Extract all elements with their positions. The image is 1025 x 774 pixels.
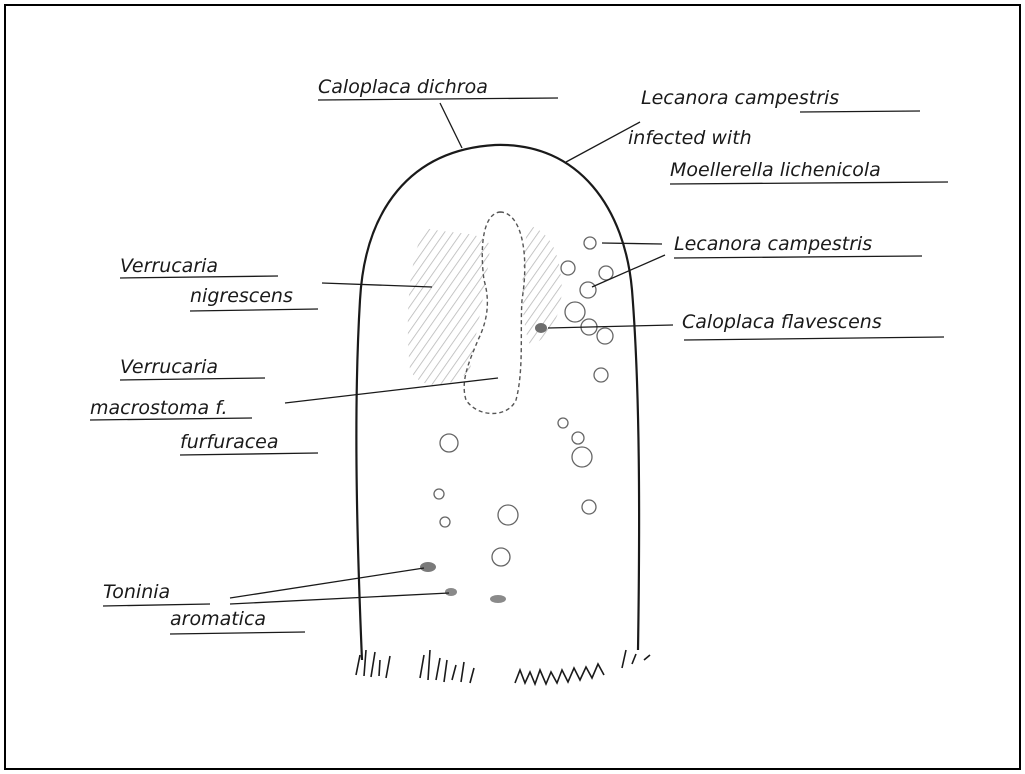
toninia-spot-3 <box>490 595 506 603</box>
page-border <box>5 5 1020 769</box>
label-verrucaria-nigrescens-2: nigrescens <box>190 285 293 307</box>
underline-caloplaca-dichroa <box>318 98 558 100</box>
label-verrucaria-macrostoma-3: furfuracea <box>180 431 279 453</box>
toninia-spot-1 <box>420 562 436 572</box>
label-lecanora-infected-1: Lecanora campestris <box>641 87 839 109</box>
underline-verrucaria-2 <box>120 378 265 380</box>
toninia-spot-2 <box>445 588 457 596</box>
underline-toninia <box>103 604 210 606</box>
label-verrucaria-nigrescens-1: Verrucaria <box>120 255 218 277</box>
label-caloplaca-dichroa: Caloplaca dichroa <box>318 76 488 98</box>
caloplaca-flavescens-spot <box>535 323 547 333</box>
underline-furfuracea <box>180 453 318 455</box>
label-lecanora-campestris: Lecanora campestris <box>674 233 872 255</box>
stone-outline <box>356 145 639 660</box>
verrucaria-nigrescens-zone <box>408 228 490 385</box>
underline-moellerella <box>670 182 948 184</box>
label-verrucaria-macrostoma-2: macrostoma f. <box>90 397 228 419</box>
label-lecanora-infected-3: Moellerella lichenicola <box>670 159 881 181</box>
label-caloplaca-flavescens: Caloplaca flavescens <box>682 311 882 333</box>
label-toninia-2: aromatica <box>170 608 266 630</box>
label-verrucaria-macrostoma-1: Verrucaria <box>120 356 218 378</box>
grass-tufts <box>356 650 650 684</box>
underline-lecanora-infected <box>800 111 920 112</box>
underline-aromatica <box>170 632 305 634</box>
underline-lecanora-campestris <box>674 256 922 258</box>
label-toninia-1: Toninia <box>103 581 170 603</box>
underline-nigrescens <box>190 309 318 311</box>
underline-caloplaca-flavescens <box>684 337 944 340</box>
label-lecanora-infected-2: infected with <box>628 127 752 149</box>
